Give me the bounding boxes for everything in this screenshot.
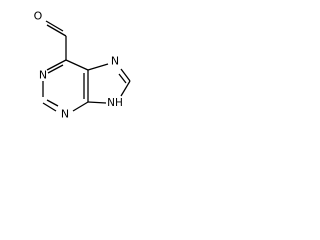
bond-c6-n1-inner [47, 64, 64, 74]
bond-c5-n7 [87, 63, 109, 71]
atom-label-n9h: NH [107, 97, 123, 109]
bond-c6-n1 [46, 59, 67, 71]
bond-c2-n3-inner [46, 99, 59, 107]
pyrimidine-ring [42, 59, 89, 112]
bond-cho-o-b [45, 20, 64, 32]
bond-n3-c4 [72, 101, 89, 112]
bond-c5-c6 [65, 59, 89, 71]
bond-cho-o-a [46, 24, 67, 37]
bond-c2-n3 [42, 102, 57, 112]
bond-n9-c4 [87, 101, 107, 104]
atom-label-n1: N [39, 69, 47, 82]
purine-carbaldehyde-structure: O N N N NH [34, 10, 131, 121]
aldehyde-group [45, 20, 67, 60]
bond-n7-c8 [120, 68, 131, 82]
atom-label-n3: N [61, 108, 69, 121]
atom-label-oxygen: O [34, 10, 43, 23]
bond-n7-c8-inner [118, 73, 127, 84]
imidazole-ring [87, 63, 131, 104]
atom-label-n7: N [111, 55, 119, 68]
structure-diagram: O N N N NH [0, 0, 144, 158]
bond-c8-n9 [120, 80, 131, 97]
